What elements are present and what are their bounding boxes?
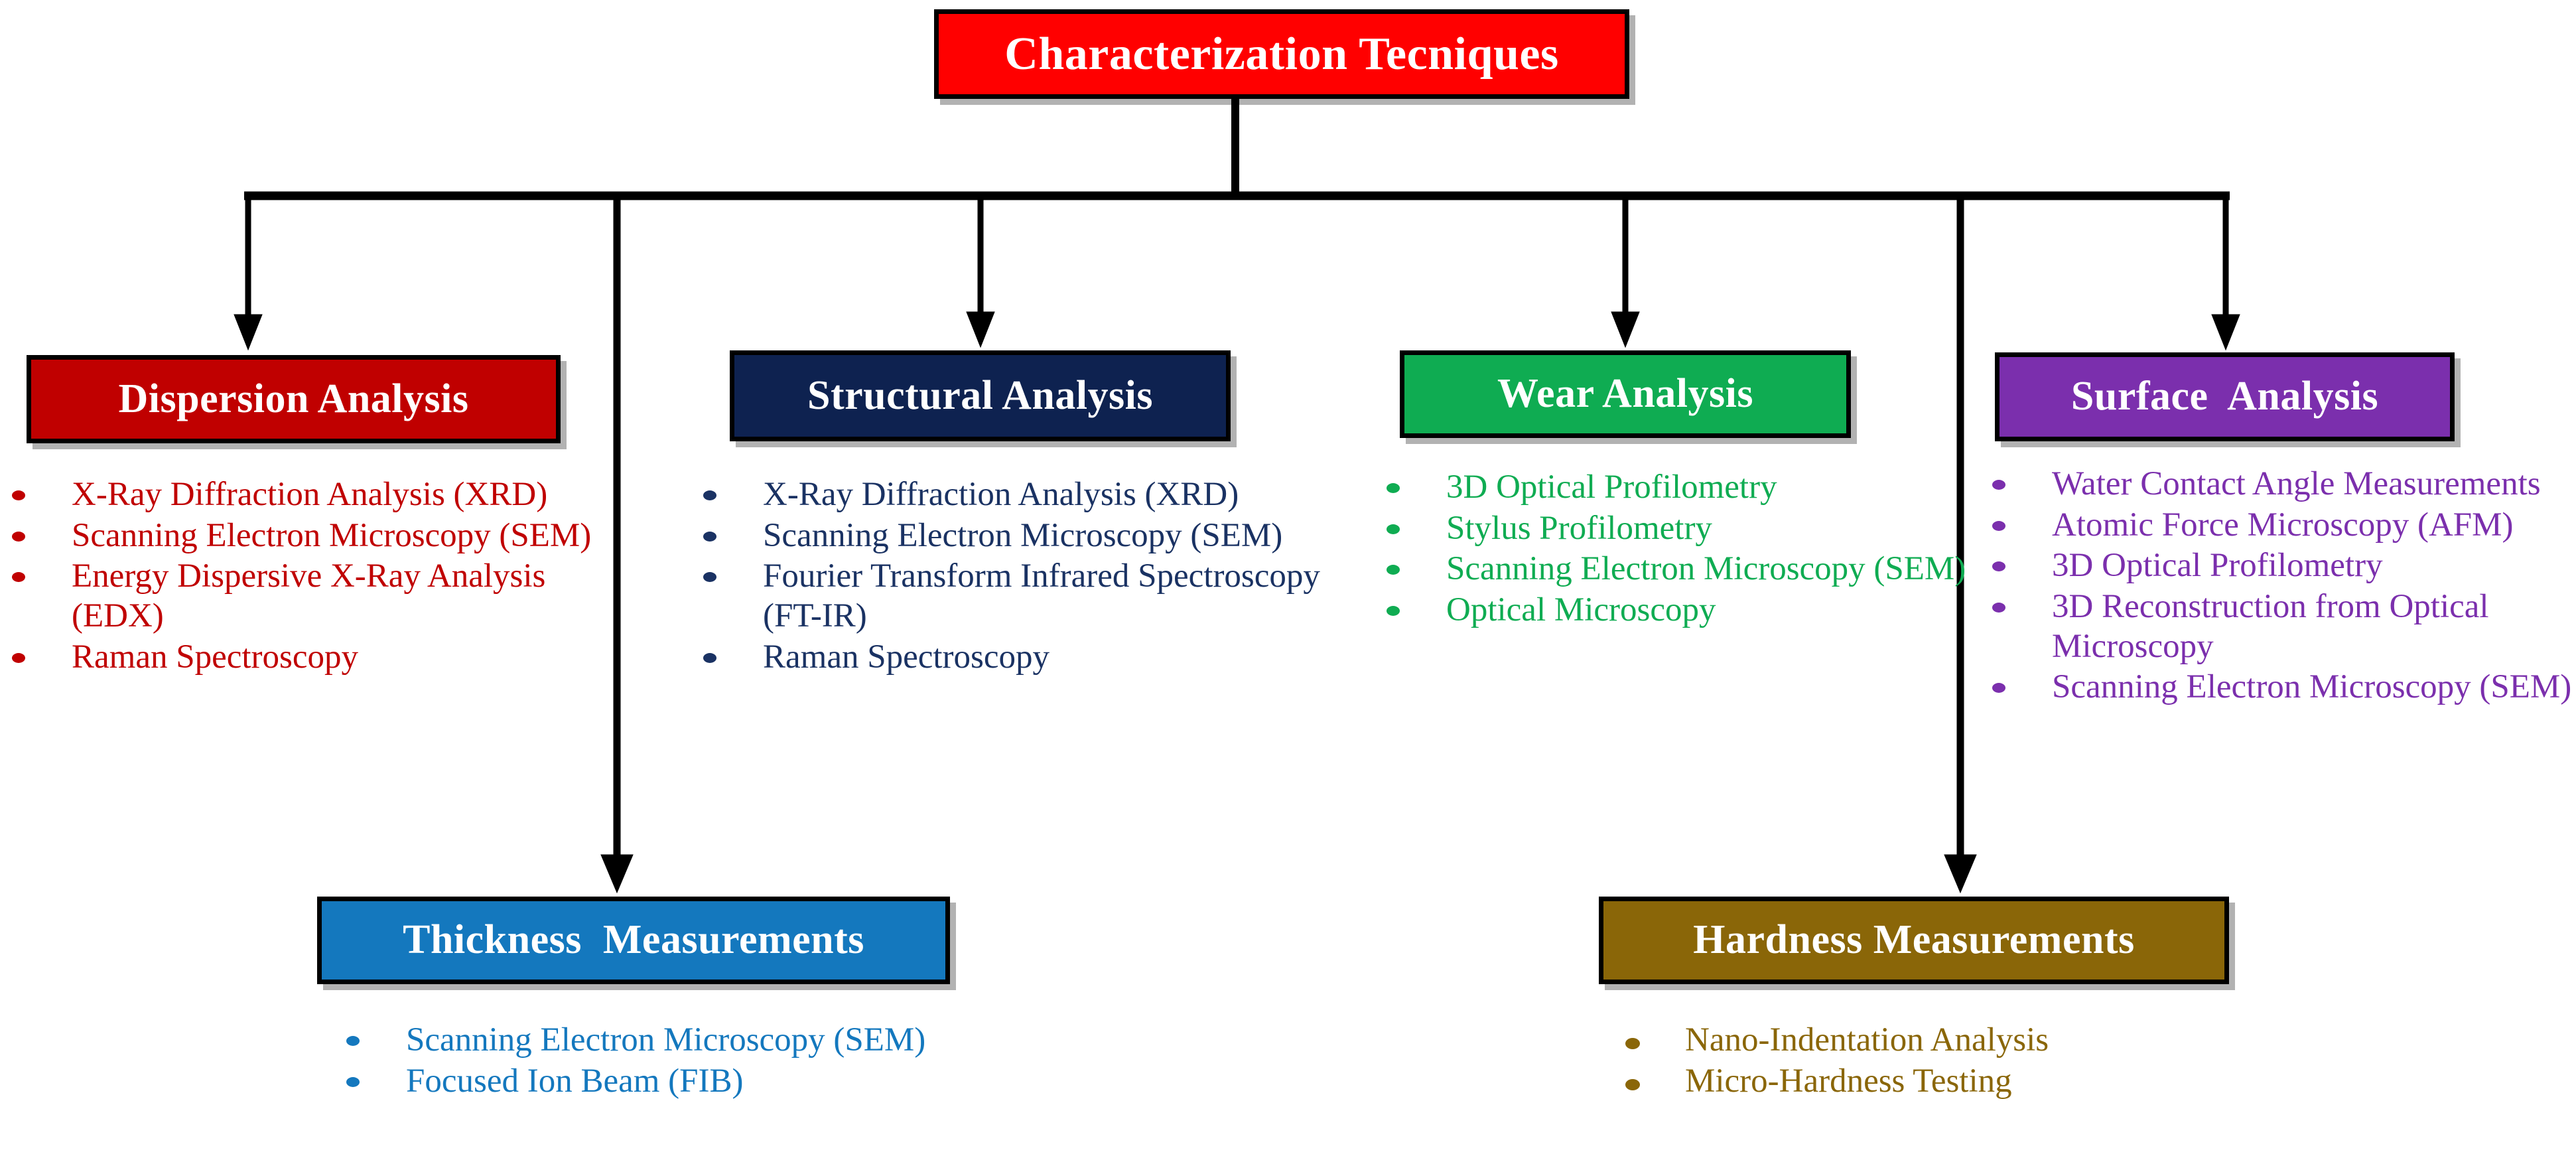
arrowhead-thickness [600,854,634,894]
list-item: Scanning Electron Microscopy (SEM) [1980,668,2576,707]
list-item: 3D Optical Profilometry [1375,468,2025,508]
list-item: Raman Spectroscopy [0,638,624,678]
list-item: Optical Microscopy [1375,591,2025,630]
list-item-text: Scanning Electron Microscopy (SEM) [72,516,592,554]
node-root-label: Characterization Tecniques [1004,28,1559,80]
node-surface-analysis[interactable]: Surface Analysis [1995,352,2455,441]
list-item: Focused Ion Beam (FIB) [318,1062,955,1102]
list-item: Scanning Electron Microscopy (SEM) [691,516,1328,556]
node-surface-analysis-label: Surface Analysis [2070,374,2379,419]
list-item-text: 3D Reconstruction from Optical Microscop… [2052,587,2489,665]
node-root[interactable]: Characterization Tecniques [934,9,1629,99]
arrowhead-surface [2211,314,2240,351]
list-item: Scanning Electron Microscopy (SEM) [318,1021,955,1060]
list-item: Fourier Transform Infrared Spectroscopy … [691,557,1328,636]
list-structural-analysis: X-Ray Diffraction Analysis (XRD) Scannin… [691,475,1328,678]
list-item: Scanning Electron Microscopy (SEM) [0,516,624,556]
list-item: Nano-Indentation Analysis [1597,1021,2234,1060]
node-dispersion-analysis-label: Dispersion Analysis [118,376,469,421]
list-item-text: Energy Dispersive X-Ray Analysis (EDX) [72,557,546,634]
list-item: Raman Spectroscopy [691,638,1328,678]
list-item-text: Water Contact Angle Measurements [2052,465,2541,502]
arrowhead-wear [1611,311,1640,348]
list-item-text: Scanning Electron Microscopy (SEM) [2052,668,2572,706]
node-thickness-measurements-label: Thickness Measurements [403,917,864,963]
list-item: Scanning Electron Microscopy (SEM) [1375,549,2025,589]
list-item: Water Contact Angle Measurements [1980,465,2576,504]
list-item-text: X-Ray Diffraction Analysis (XRD) [72,476,548,513]
list-item: Energy Dispersive X-Ray Analysis (EDX) [0,557,624,636]
list-item-text: Focused Ion Beam (FIB) [406,1062,744,1100]
list-item: 3D Optical Profilometry [1980,546,2576,586]
list-item-text: Nano-Indentation Analysis [1685,1021,2049,1058]
list-thickness-measurements: Scanning Electron Microscopy (SEM) Focus… [318,1021,955,1102]
list-item: Micro-Hardness Testing [1597,1062,2234,1102]
list-item-text: Raman Spectroscopy [763,638,1050,676]
node-dispersion-analysis[interactable]: Dispersion Analysis [27,355,561,443]
arrowhead-dispersion [234,314,263,351]
node-structural-analysis-label: Structural Analysis [807,372,1154,418]
list-hardness-measurements: Nano-Indentation Analysis Micro-Hardness… [1597,1021,2234,1102]
list-item-text: Micro-Hardness Testing [1685,1062,2012,1100]
list-item: X-Ray Diffraction Analysis (XRD) [0,475,624,515]
node-hardness-measurements-label: Hardness Measurements [1693,917,2135,963]
list-item-text: Stylus Profilometry [1446,509,1712,547]
list-item-text: Fourier Transform Infrared Spectroscopy … [763,557,1320,634]
list-dispersion-analysis: X-Ray Diffraction Analysis (XRD) Scannin… [0,475,624,678]
list-item-text: Optical Microscopy [1446,591,1716,628]
node-hardness-measurements[interactable]: Hardness Measurements [1599,897,2229,984]
list-wear-analysis: 3D Optical Profilometry Stylus Profilome… [1375,468,2025,632]
arrowhead-structural [966,311,995,348]
list-surface-analysis: Water Contact Angle Measurements Atomic … [1980,465,2576,709]
list-item-text: Raman Spectroscopy [72,638,358,676]
list-item: Atomic Force Microscopy (AFM) [1980,506,2576,546]
list-item: X-Ray Diffraction Analysis (XRD) [691,475,1328,515]
node-thickness-measurements[interactable]: Thickness Measurements [317,897,950,984]
node-structural-analysis[interactable]: Structural Analysis [730,350,1231,441]
list-item-text: 3D Optical Profilometry [2052,547,2383,585]
arrowhead-hardness [1944,854,1977,894]
list-item-text: Scanning Electron Microscopy (SEM) [406,1021,926,1058]
list-item-text: 3D Optical Profilometry [1446,469,1777,506]
node-wear-analysis[interactable]: Wear Analysis [1400,350,1851,438]
list-item: 3D Reconstruction from Optical Microscop… [1980,587,2576,666]
list-item-text: Scanning Electron Microscopy (SEM) [763,516,1283,554]
node-wear-analysis-label: Wear Analysis [1497,371,1754,417]
list-item-text: Atomic Force Microscopy (AFM) [2052,506,2514,544]
list-item-text: X-Ray Diffraction Analysis (XRD) [763,476,1239,513]
list-item-text: Scanning Electron Microscopy (SEM) [1446,550,1966,588]
list-item: Stylus Profilometry [1375,509,2025,549]
